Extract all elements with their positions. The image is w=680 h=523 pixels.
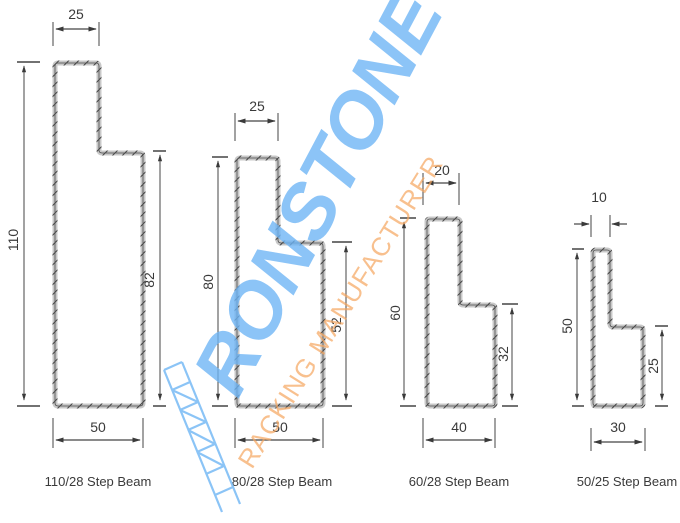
top-width-dimension: 25 (68, 6, 84, 22)
beam-section-outline (590, 247, 646, 409)
step-height-dimension: 52 (328, 317, 344, 333)
bottom-width-dimension: 30 (610, 419, 626, 435)
beam-section-outline (424, 216, 498, 409)
height-dimension: 50 (559, 318, 575, 334)
height-dimension: 110 (5, 229, 21, 252)
top-width-dimension: 20 (434, 162, 450, 178)
profile-50-25: 50 25 10 30 50/25 Step Beam (559, 189, 677, 489)
step-height-dimension: 32 (495, 346, 511, 362)
rack-ladder-icon (162, 360, 242, 513)
step-height-dimension: 82 (141, 272, 157, 288)
step-height-dimension: 25 (645, 358, 661, 374)
profile-label: 60/28 Step Beam (409, 474, 509, 489)
profile-80-28: 80 52 25 50 80/28 Step Beam (200, 98, 352, 489)
top-width-dimension: 25 (249, 98, 265, 114)
top-width-dimension: 10 (591, 189, 607, 205)
height-dimension: 80 (200, 274, 216, 290)
watermark: RONSTONE RACKING MANUFACTURER (162, 0, 461, 513)
profile-label: 50/25 Step Beam (577, 474, 677, 489)
bottom-width-dimension: 40 (451, 419, 467, 435)
height-dimension: 60 (387, 305, 403, 321)
bottom-width-dimension: 50 (272, 419, 288, 435)
profile-110-28: 110 82 25 50 110/28 Step Beam (5, 6, 166, 489)
profile-60-28: 60 32 20 40 60/28 Step Beam (387, 162, 518, 489)
profile-label: 80/28 Step Beam (232, 474, 332, 489)
bottom-width-dimension: 50 (90, 419, 106, 435)
profile-label: 110/28 Step Beam (45, 474, 152, 489)
